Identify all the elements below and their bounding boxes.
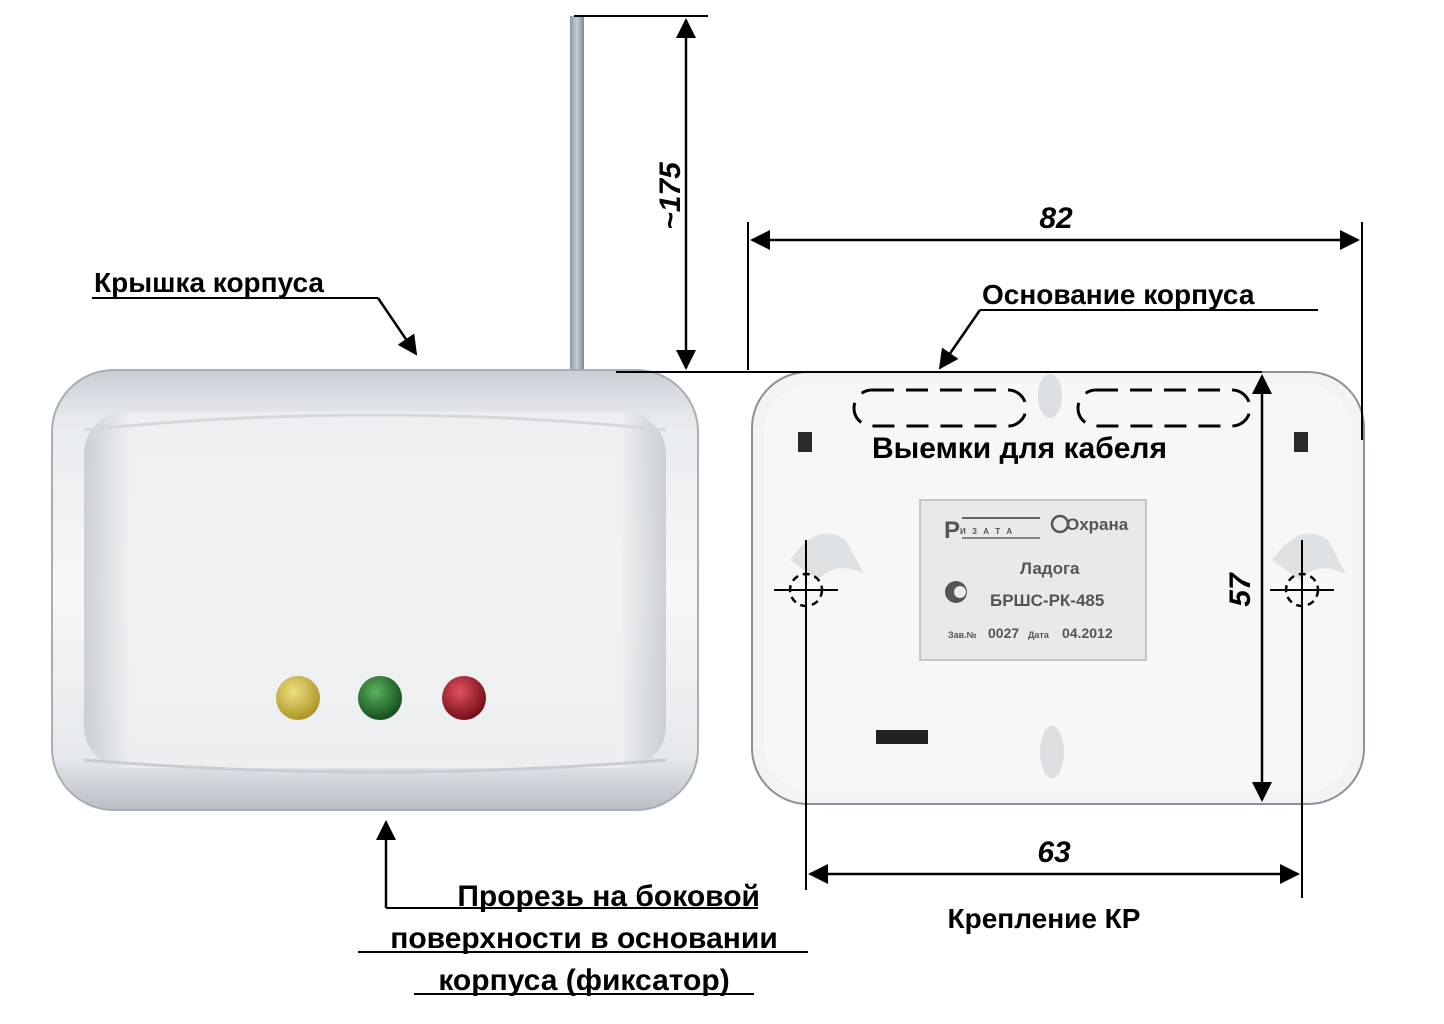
brand-logo-right: Охрана xyxy=(1066,515,1129,534)
led-green xyxy=(358,676,402,720)
dimension-width: 82 xyxy=(747,202,1363,440)
serial-value: 0027 xyxy=(988,625,1019,641)
model-name: БРШС-РК-485 xyxy=(990,591,1104,610)
callout-base: Основание корпуса xyxy=(938,279,1318,370)
callout-side-slot: Прорезь на боковой поверхности в основан… xyxy=(358,820,808,997)
date-label: Дата xyxy=(1028,630,1050,640)
label-side-slot-line3: корпуса (фиксатор) xyxy=(438,964,729,997)
label-side-slot-line1: Прорезь на боковой xyxy=(457,880,760,913)
dimension-antenna-value: ~175 xyxy=(654,161,687,230)
label-mounting: Крепление КР xyxy=(948,903,1141,934)
led-yellow xyxy=(276,676,320,720)
mounting-hole-left xyxy=(774,540,838,890)
label-side-slot-line2: поверхности в основании xyxy=(390,922,778,955)
mounting-hole-right xyxy=(1270,540,1334,898)
brand-logo-left: Р xyxy=(944,517,960,544)
antenna xyxy=(570,16,584,372)
label-cable-slots: Выемки для кабеля xyxy=(872,432,1167,465)
dimension-height: 57 xyxy=(1224,374,1272,802)
label-cover: Крышка корпуса xyxy=(94,267,324,298)
date-value: 04.2012 xyxy=(1062,625,1113,641)
product-name: Ладога xyxy=(1020,559,1080,578)
callout-cover: Крышка корпуса xyxy=(92,267,418,356)
cable-slot-right xyxy=(1076,388,1252,428)
label-base: Основание корпуса xyxy=(982,279,1255,310)
serial-label: Зав.№ xyxy=(948,630,977,640)
cable-slot-left xyxy=(852,388,1028,428)
dimension-antenna: ~175 xyxy=(574,15,1262,373)
dimension-width-value: 82 xyxy=(1039,202,1073,235)
led-red xyxy=(442,676,486,720)
nameplate: Р И З А Т А Охрана Ладога БРШС-РК-485 За… xyxy=(919,499,1147,661)
device-base: Р И З А Т А Охрана Ладога БРШС-РК-485 За… xyxy=(751,371,1365,898)
dimension-height-value: 57 xyxy=(1224,572,1257,607)
certification-mark-icon xyxy=(945,581,967,603)
brand-logo-sub: И З А Т А xyxy=(960,527,1014,536)
dimension-mount-spacing-value: 63 xyxy=(1037,836,1071,869)
dimension-mount-spacing: 63 xyxy=(808,836,1300,884)
device-cover xyxy=(51,16,699,811)
